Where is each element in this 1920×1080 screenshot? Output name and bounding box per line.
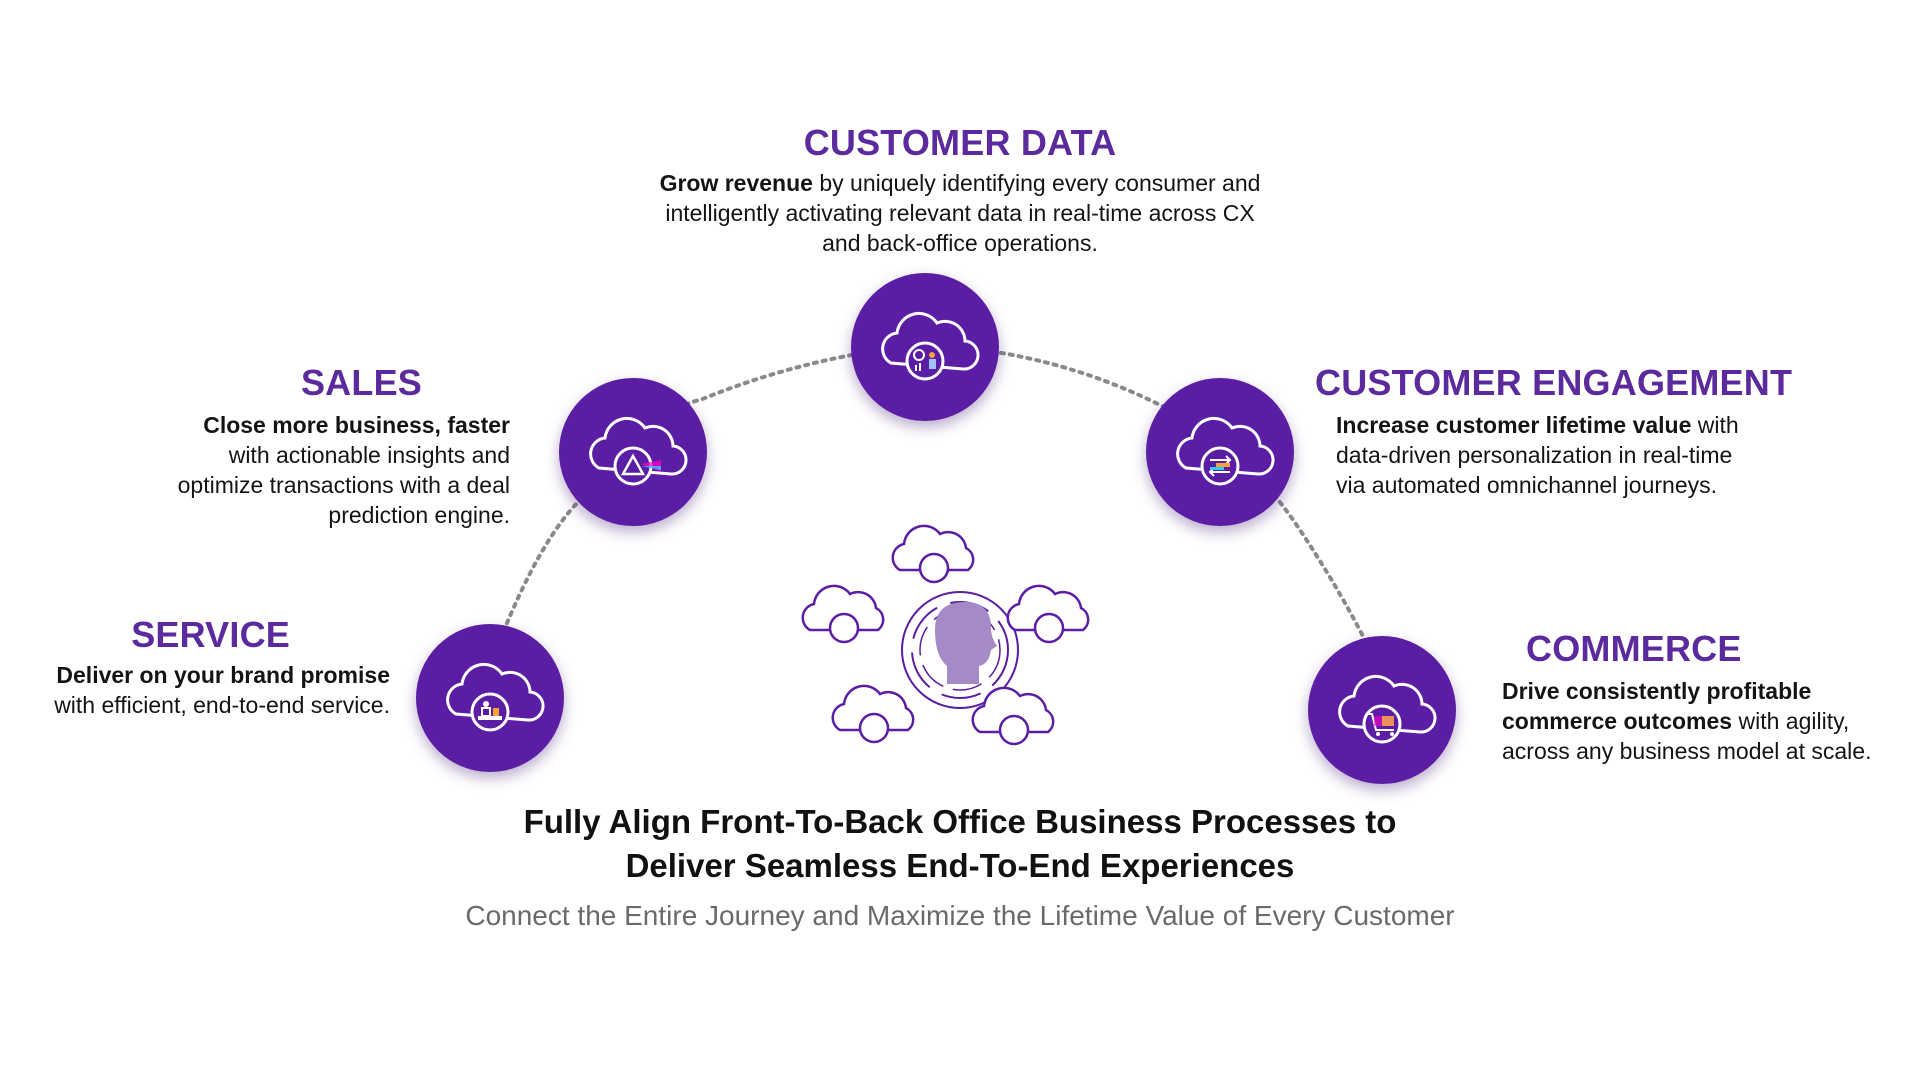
commerce-circle[interactable]	[1308, 636, 1456, 784]
footer-title-line1: Fully Align Front-To-Back Office Busines…	[523, 803, 1397, 840]
cloud-cart-icon	[1338, 675, 1437, 744]
footer-title-line2: Deliver Seamless End-To-End Experiences	[625, 847, 1295, 884]
cloud-service-agent-icon	[446, 663, 545, 732]
cloud-prism-icon	[589, 417, 688, 486]
commerce-line2: with agility,	[1732, 708, 1850, 734]
customer-data-line2: intelligently activating relevant data i…	[665, 200, 1255, 226]
service-title: SERVICE	[131, 614, 290, 655]
customer-data-bold: Grow revenue	[659, 170, 813, 196]
sales-bold: Close more business, faster	[203, 412, 510, 438]
service-circle[interactable]	[416, 624, 564, 772]
sales-line4: prediction engine.	[328, 502, 510, 528]
sales-circle[interactable]	[559, 378, 707, 526]
commerce-line3: across any business model at scale.	[1502, 738, 1872, 764]
footer-subtitle: Connect the Entire Journey and Maximize …	[465, 900, 1455, 931]
customer-engagement-description: Increase customer lifetime value with da…	[1336, 410, 1836, 500]
customer-engagement-line2: data-driven personalization in real-time	[1336, 442, 1733, 468]
customer-data-line3: and back-office operations.	[822, 230, 1098, 256]
customer-data-line1: by uniquely identifying every consumer a…	[812, 170, 1261, 196]
customer-data-description: Grow revenue by uniquely identifying eve…	[560, 168, 1360, 258]
customer-engagement-title: CUSTOMER ENGAGEMENT	[1315, 362, 1793, 403]
footer-title: Fully Align Front-To-Back Office Busines…	[360, 800, 1560, 888]
sales-description: Close more business, faster with actiona…	[110, 410, 510, 530]
commerce-bold-1: Drive consistently profitable	[1502, 678, 1812, 704]
customer-data-title: CUSTOMER DATA	[803, 122, 1117, 163]
customer-engagement-line3: via automated omnichannel journeys.	[1336, 472, 1718, 498]
customer-engagement-line1: with	[1691, 412, 1739, 438]
cloud-analytics-icon	[881, 312, 980, 381]
service-line2: with efficient, end-to-end service.	[54, 692, 390, 718]
head-with-clouds-icon	[801, 524, 1090, 746]
service-bold: Deliver on your brand promise	[56, 662, 390, 688]
customer-engagement-bold: Increase customer lifetime value	[1336, 412, 1692, 438]
commerce-description: Drive consistently profitable commerce o…	[1502, 676, 1912, 766]
sales-title: SALES	[300, 362, 422, 403]
customer-data-circle[interactable]	[851, 273, 999, 421]
commerce-title: COMMERCE	[1526, 628, 1742, 669]
service-description: Deliver on your brand promise with effic…	[10, 660, 390, 720]
cloud-exchange-icon	[1176, 417, 1275, 486]
commerce-bold-2: commerce outcomes	[1502, 708, 1733, 734]
customer-engagement-circle[interactable]	[1146, 378, 1294, 526]
sales-line2: with actionable insights and	[228, 442, 510, 468]
sales-line3: optimize transactions with a deal	[177, 472, 510, 498]
